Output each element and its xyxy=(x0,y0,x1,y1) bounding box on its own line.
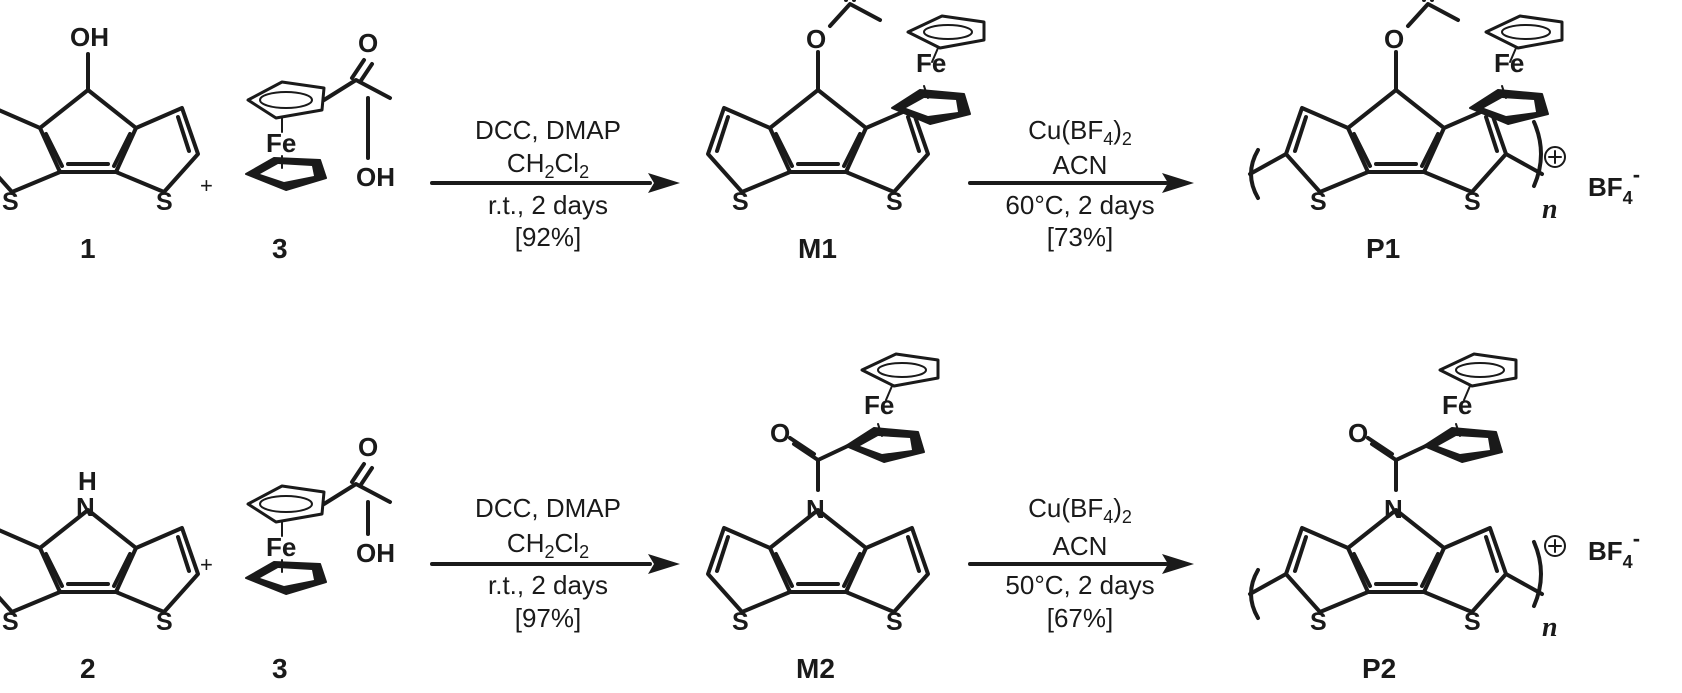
compound-m2: N O S S xyxy=(706,418,930,636)
nitrogen-label: N xyxy=(76,492,95,522)
compound-3: Fe O OH xyxy=(244,28,395,192)
iron-label: Fe xyxy=(266,128,296,158)
hydroxyl-label: OH xyxy=(70,22,109,52)
condition-yield: [67%] xyxy=(1047,603,1114,633)
condition-yield: [92%] xyxy=(515,222,582,252)
oxygen-label: O xyxy=(1348,418,1368,448)
condition-time: r.t., 2 days xyxy=(488,190,608,220)
repeat-n-label: n xyxy=(1542,194,1558,225)
compound-2: N H S S xyxy=(0,466,200,636)
oxygen-label: O xyxy=(358,28,378,58)
condition-reagents: DCC, DMAP xyxy=(475,115,621,145)
polymer-p2: N O S S xyxy=(1248,418,1544,636)
ferrocene-unit: Fe xyxy=(890,14,986,126)
ferrocene-unit: Fe xyxy=(844,352,940,464)
compound-label-m1: M1 xyxy=(798,233,837,264)
sulfur-label: S xyxy=(732,608,749,636)
condition-solvent: ACN xyxy=(1053,150,1108,180)
nitrogen-label: N xyxy=(1384,494,1403,524)
condition-solvent: CH2Cl2 xyxy=(507,148,589,182)
hydrogen-label: H xyxy=(78,466,97,496)
reaction-arrow xyxy=(968,173,1194,193)
oxygen-label: O xyxy=(358,432,378,462)
condition-time: 60°C, 2 days xyxy=(1005,190,1154,220)
ferrocene-unit: Fe xyxy=(1468,14,1564,126)
condition-solvent: CH2Cl2 xyxy=(507,528,589,562)
hydroxyl-label: OH xyxy=(356,538,395,568)
positive-charge xyxy=(1544,146,1566,168)
condition-reagents: DCC, DMAP xyxy=(475,493,621,523)
condition-yield: [73%] xyxy=(1047,222,1114,252)
sulfur-label: S xyxy=(886,188,903,216)
condition-oxidant: Cu(BF4)2 xyxy=(1028,115,1132,149)
repeat-n-label: n xyxy=(1542,612,1558,643)
compound-label-p2: P2 xyxy=(1362,653,1396,684)
iron-label: Fe xyxy=(864,390,894,420)
oxygen-label: O xyxy=(1384,24,1404,54)
ferrocene-unit: Fe xyxy=(1422,352,1518,464)
reaction-arrow xyxy=(968,554,1194,574)
sulfur-label: S xyxy=(732,188,749,216)
sulfur-label: S xyxy=(886,608,903,636)
compound-3: Fe O OH xyxy=(244,432,395,596)
oxygen-label: O xyxy=(806,24,826,54)
counterion-label: BF4- xyxy=(1588,526,1640,572)
hydroxyl-label: OH xyxy=(356,162,395,192)
compound-1: OH S S xyxy=(0,22,200,216)
condition-time: r.t., 2 days xyxy=(488,570,608,600)
sulfur-label: S xyxy=(156,608,173,636)
condition-yield: [97%] xyxy=(515,603,582,633)
compound-label-m2: M2 xyxy=(796,653,835,684)
sulfur-label: S xyxy=(2,608,19,636)
condition-solvent: ACN xyxy=(1053,531,1108,561)
compound-label-3: 3 xyxy=(272,653,288,684)
compound-label-1: 1 xyxy=(80,233,96,264)
compound-m1: O O S S xyxy=(706,0,930,216)
compound-label-p1: P1 xyxy=(1366,233,1400,264)
sulfur-label: S xyxy=(1464,608,1481,636)
sulfur-label: S xyxy=(1310,188,1327,216)
iron-label: Fe xyxy=(1494,48,1524,78)
positive-charge xyxy=(1544,535,1566,557)
iron-label: Fe xyxy=(266,532,296,562)
nitrogen-label: N xyxy=(806,494,825,524)
plus-sign: + xyxy=(200,173,213,198)
sulfur-label: S xyxy=(1464,188,1481,216)
reaction-arrow xyxy=(430,173,680,193)
compound-label-3: 3 xyxy=(272,233,288,264)
reaction-arrow xyxy=(430,554,680,574)
condition-oxidant: Cu(BF4)2 xyxy=(1028,493,1132,527)
sulfur-label: S xyxy=(1310,608,1327,636)
compound-label-2: 2 xyxy=(80,653,96,684)
iron-label: Fe xyxy=(1442,390,1472,420)
oxygen-label: O xyxy=(770,418,790,448)
polymer-p1: O O S S xyxy=(1248,0,1544,216)
counterion-label: BF4- xyxy=(1588,162,1640,208)
condition-time: 50°C, 2 days xyxy=(1005,570,1154,600)
iron-label: Fe xyxy=(916,48,946,78)
sulfur-label: S xyxy=(156,188,173,216)
sulfur-label: S xyxy=(2,188,19,216)
plus-sign: + xyxy=(200,552,213,577)
